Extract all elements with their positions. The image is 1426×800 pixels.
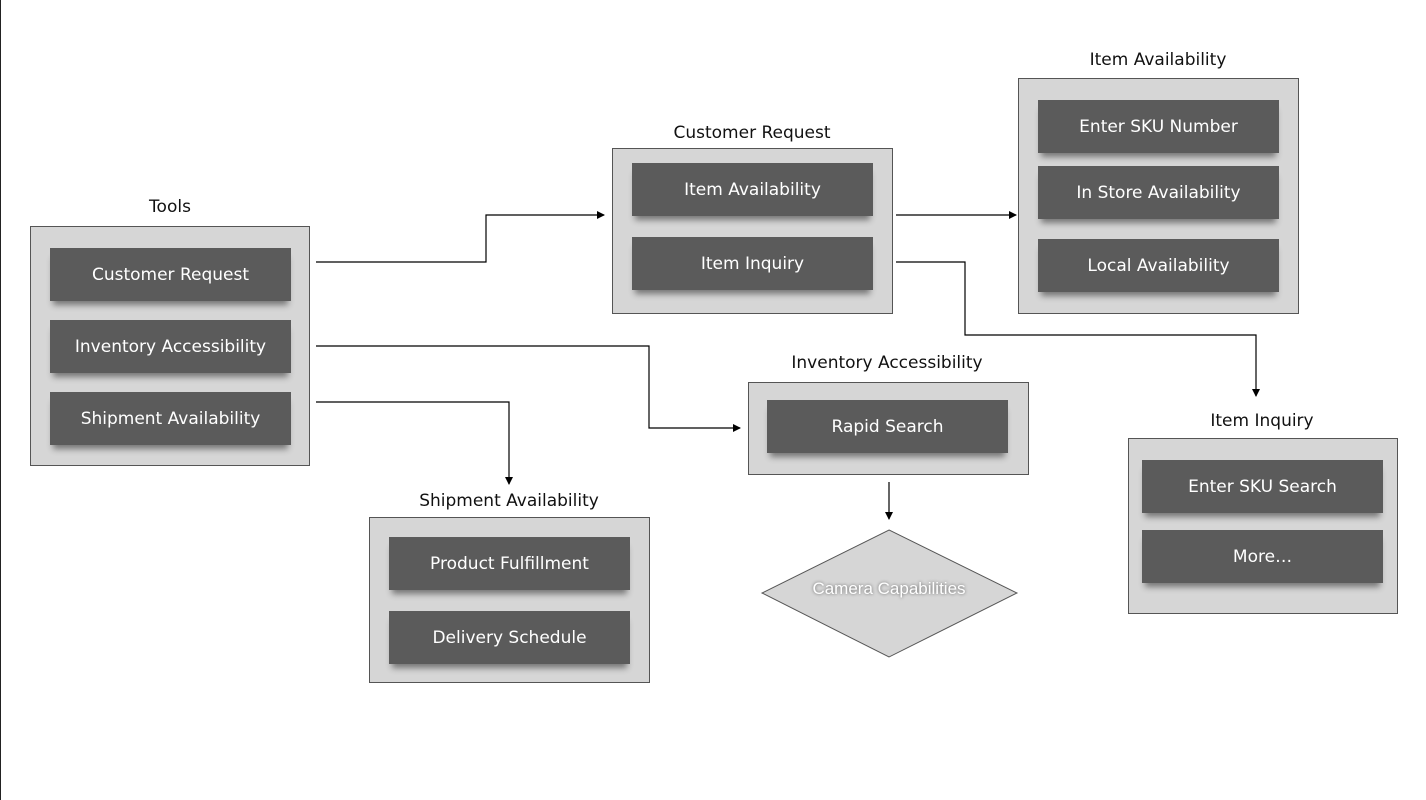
connector-tools-to-inventory-accessibility	[316, 345, 741, 432]
tools-item-inventory-accessibility[interactable]: Inventory Accessibility	[50, 320, 291, 373]
tools-item-customer-request[interactable]: Customer Request	[50, 248, 291, 301]
tools-title: Tools	[149, 197, 191, 217]
item-availability-local[interactable]: Local Availability	[1038, 239, 1279, 292]
item-inquiry-title: Item Inquiry	[1210, 411, 1314, 431]
connector-tools-to-shipment-availability	[316, 401, 513, 485]
shipment-product-fulfillment[interactable]: Product Fulfillment	[389, 537, 630, 590]
item-availability-in-store[interactable]: In Store Availability	[1038, 166, 1279, 219]
decision-label: Camera Capabilities	[812, 579, 966, 598]
inventory-accessibility-title: Inventory Accessibility	[791, 353, 983, 373]
inventory-rapid-search[interactable]: Rapid Search	[767, 400, 1008, 453]
shipment-availability-title: Shipment Availability	[419, 491, 599, 511]
item-availability-enter-sku-number[interactable]: Enter SKU Number	[1038, 100, 1279, 153]
item-inquiry-more[interactable]: More…	[1142, 530, 1383, 583]
customer-request-title: Customer Request	[673, 123, 831, 143]
shipment-delivery-schedule[interactable]: Delivery Schedule	[389, 611, 630, 664]
tools-item-shipment-availability[interactable]: Shipment Availability	[50, 392, 291, 445]
connector-customer-request-to-item-inquiry	[896, 261, 1260, 397]
customer-request-item-inquiry[interactable]: Item Inquiry	[632, 237, 873, 290]
item-availability-title: Item Availability	[1089, 50, 1227, 70]
decision-diamond	[760, 529, 1019, 658]
item-inquiry-enter-sku-search[interactable]: Enter SKU Search	[1142, 460, 1383, 513]
connector-tools-to-customer-request	[316, 211, 605, 263]
customer-request-item-availability[interactable]: Item Availability	[632, 163, 873, 216]
left-edge-line	[0, 0, 1, 800]
